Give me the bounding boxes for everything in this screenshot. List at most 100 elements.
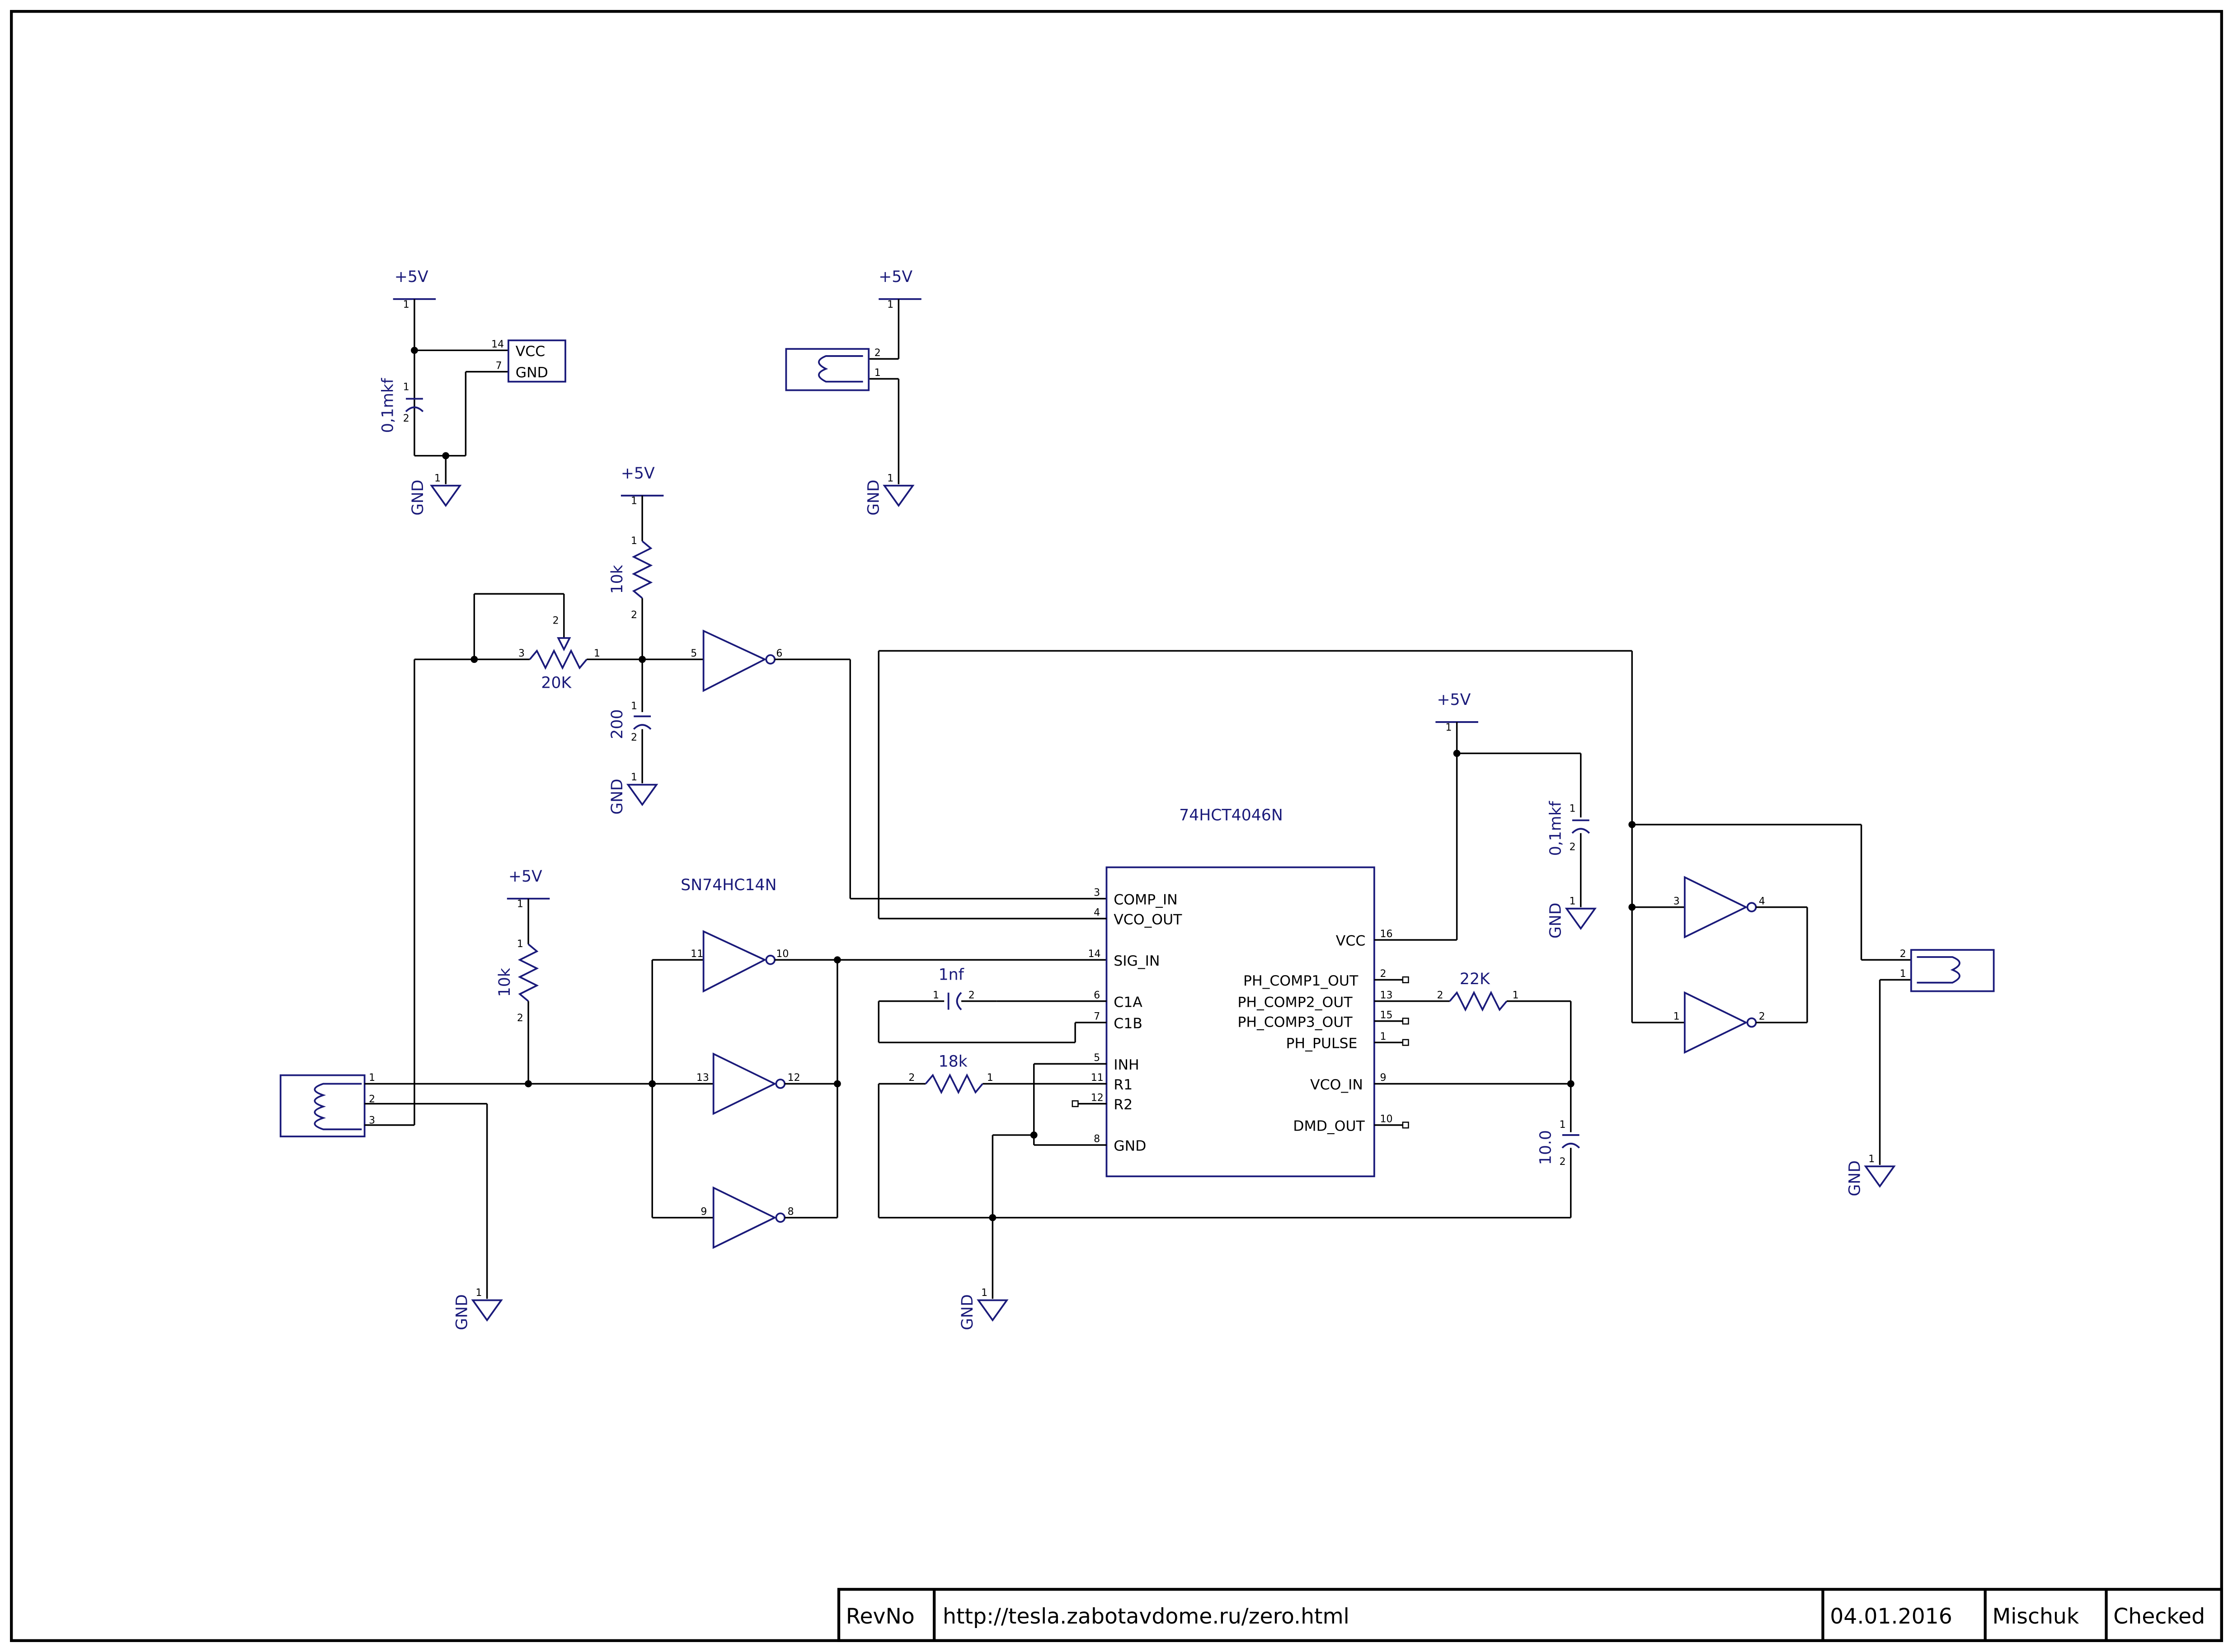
svg-text:9: 9	[1380, 1072, 1386, 1084]
output-stage: 3 1 4 2 2 1 1 GND	[878, 650, 1995, 1196]
svg-text:1: 1	[434, 473, 441, 484]
vcc-label: +5V	[395, 268, 428, 286]
cap-decouple-2-label: 0,1mkf	[1547, 801, 1565, 856]
svg-text:3: 3	[518, 648, 525, 659]
title-author: Mischuk	[1992, 1604, 2079, 1629]
gnd-label: GND	[409, 479, 427, 515]
svg-text:2: 2	[908, 1072, 915, 1084]
svg-text:2: 2	[631, 610, 637, 621]
svg-text:10: 10	[1380, 1114, 1392, 1125]
svg-text:SIG_IN: SIG_IN	[1114, 953, 1160, 969]
svg-text:GND: GND	[1547, 903, 1565, 939]
svg-text:C1B: C1B	[1114, 1016, 1142, 1032]
svg-text:VCO_IN: VCO_IN	[1310, 1077, 1363, 1093]
svg-text:1: 1	[1570, 896, 1576, 907]
svg-text:GND: GND	[453, 1294, 471, 1330]
svg-text:4: 4	[1094, 907, 1100, 919]
svg-text:1: 1	[1868, 1154, 1875, 1165]
svg-text:GND: GND	[1846, 1160, 1864, 1196]
svg-text:3: 3	[369, 1115, 375, 1126]
svg-text:1: 1	[874, 367, 881, 379]
svg-text:1: 1	[1380, 1031, 1386, 1042]
svg-text:15: 15	[1380, 1009, 1392, 1021]
cap-decouple-1-label: 0,1mkf	[379, 378, 397, 433]
svg-text:14: 14	[491, 339, 504, 350]
r-pullup-input-label: 10k	[496, 968, 514, 997]
svg-text:3: 3	[1094, 887, 1100, 898]
svg-text:16: 16	[1380, 929, 1392, 940]
svg-text:5: 5	[691, 648, 697, 659]
svg-text:VCO_OUT: VCO_OUT	[1114, 911, 1182, 928]
inverter-vcc-pin: VCC	[516, 343, 545, 360]
svg-text:1: 1	[475, 1287, 482, 1299]
loop-filter: 2 1 22K 1 2 10.0	[1437, 970, 1580, 1218]
svg-text:2: 2	[631, 732, 637, 743]
svg-text:13: 13	[696, 1072, 709, 1084]
svg-text:1: 1	[403, 299, 409, 310]
svg-text:R2: R2	[1114, 1097, 1133, 1113]
r-pullup-top-label: 10k	[608, 565, 626, 594]
svg-text:+5V: +5V	[1437, 691, 1471, 709]
svg-text:2: 2	[1570, 842, 1576, 853]
svg-text:6: 6	[1094, 990, 1100, 1001]
svg-text:1: 1	[887, 299, 893, 310]
svg-text:2: 2	[517, 1013, 523, 1024]
title-checked: Checked	[2113, 1604, 2205, 1629]
svg-text:2: 2	[1560, 1156, 1566, 1168]
pll-chip-label: 74HCT4046N	[1179, 806, 1283, 824]
svg-text:2: 2	[1900, 948, 1906, 960]
svg-text:+5V: +5V	[879, 268, 912, 286]
svg-text:INH: INH	[1114, 1057, 1139, 1073]
svg-text:1: 1	[403, 382, 409, 393]
svg-text:1: 1	[933, 990, 939, 1001]
svg-text:2: 2	[369, 1094, 375, 1105]
svg-text:2: 2	[1759, 1011, 1765, 1023]
r-vco-label: 18k	[939, 1053, 968, 1071]
pll-power: +5V 1 1 2 0,1mkf 1 GND	[1435, 691, 1597, 940]
cap-vco-label: 1nf	[939, 966, 964, 984]
svg-text:14: 14	[1088, 948, 1100, 960]
svg-text:COMP_IN: COMP_IN	[1114, 892, 1178, 908]
svg-text:1: 1	[594, 648, 600, 659]
cap-delay-label: 200	[608, 709, 626, 739]
pot-label: 20K	[541, 674, 572, 692]
r-loop-label: 22K	[1460, 970, 1490, 988]
svg-text:GND: GND	[865, 479, 883, 515]
cap-loop-label: 10.0	[1537, 1130, 1555, 1165]
inverter-power-box	[508, 339, 566, 383]
svg-text:3: 3	[1674, 896, 1680, 907]
svg-text:1: 1	[1570, 803, 1576, 814]
svg-text:1: 1	[887, 473, 893, 484]
svg-text:GND: GND	[608, 779, 626, 814]
gnd-symbol	[430, 484, 462, 507]
svg-text:PH_COMP2_OUT: PH_COMP2_OUT	[1237, 994, 1353, 1010]
svg-text:1: 1	[1560, 1119, 1566, 1131]
vco-network: 1 2 1nf 2 1 18k 1 GND	[878, 966, 1571, 1330]
svg-text:1: 1	[631, 701, 637, 712]
sheet-frame	[10, 10, 2223, 1642]
svg-text:2: 2	[1437, 990, 1443, 1001]
svg-text:5: 5	[1094, 1052, 1100, 1064]
svg-text:C1A: C1A	[1114, 994, 1142, 1010]
svg-text:11: 11	[691, 948, 703, 960]
svg-text:11: 11	[1091, 1072, 1104, 1084]
svg-text:GND: GND	[959, 1294, 977, 1330]
svg-text:1: 1	[1674, 1011, 1680, 1023]
delay-network: +5V 1 1 2 10k 3 1 20K 2 1 2 200 1 GND 5	[414, 465, 1107, 900]
svg-text:GND: GND	[1114, 1138, 1146, 1155]
output-connector	[1910, 949, 1995, 992]
svg-text:VCC: VCC	[1336, 933, 1366, 949]
svg-text:6: 6	[776, 648, 782, 659]
svg-text:7: 7	[496, 360, 502, 371]
svg-text:2: 2	[1380, 968, 1386, 980]
svg-text:PH_COMP3_OUT: PH_COMP3_OUT	[1237, 1014, 1353, 1030]
svg-text:DMD_OUT: DMD_OUT	[1293, 1118, 1365, 1134]
svg-text:1: 1	[981, 1287, 987, 1299]
svg-text:+5V: +5V	[508, 868, 542, 886]
svg-text:1: 1	[517, 899, 523, 910]
svg-text:13: 13	[1380, 990, 1392, 1001]
svg-text:1: 1	[369, 1072, 375, 1084]
svg-text:1: 1	[631, 496, 637, 507]
svg-text:PH_COMP1_OUT: PH_COMP1_OUT	[1243, 973, 1359, 989]
